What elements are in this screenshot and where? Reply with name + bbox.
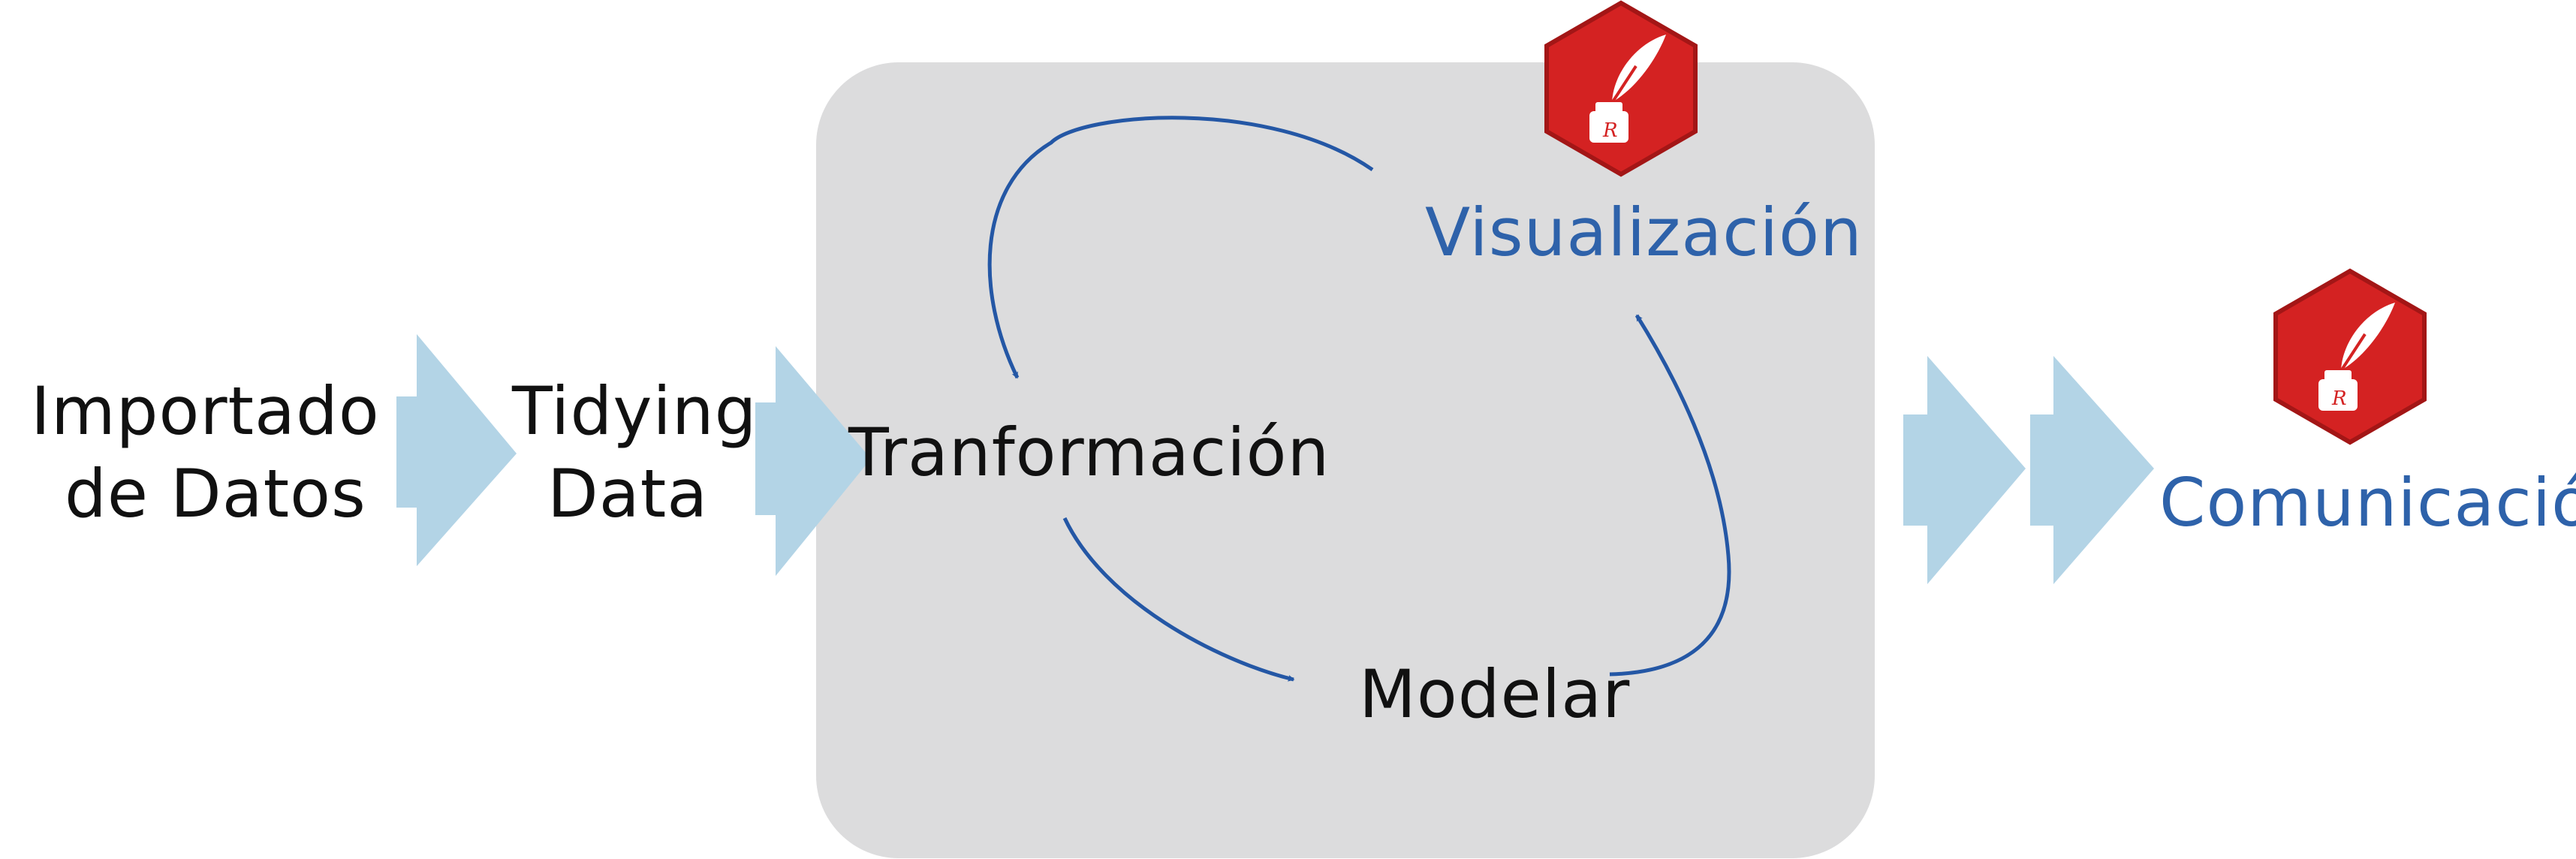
cycle-arrow-model-to-visualize	[1609, 314, 1731, 677]
chevron-arrow-3	[1903, 356, 2026, 584]
chevron-arrow-4	[2030, 356, 2154, 584]
chevron-arrow-1	[396, 334, 517, 566]
analysis-cycle-panel	[816, 62, 1875, 858]
cycle-arrow-visualize-to-transform	[987, 116, 1374, 379]
model-label: Modelar	[1359, 656, 1630, 733]
chevron-arrow-2	[755, 346, 871, 576]
quill-icon	[1612, 35, 1666, 102]
badge-letter: R	[1602, 119, 1618, 142]
r-quill-badge-visualization: R	[1544, 0, 1698, 177]
import-label-line1: Importado	[31, 372, 380, 450]
import-label-line2: de Datos	[65, 455, 366, 532]
badge-letter: R	[2331, 387, 2347, 410]
tidy-label-line1: Tidying	[511, 372, 758, 450]
quill-icon	[2341, 303, 2395, 370]
tidy-label-line2: Data	[547, 455, 708, 532]
transform-label: Tranformación	[848, 414, 1330, 491]
cycle-arrow-transform-to-model	[1062, 517, 1295, 682]
inkwell-icon	[2318, 379, 2358, 411]
inkwell-icon	[1589, 111, 1628, 143]
r-quill-badge-communication: R	[2273, 268, 2427, 445]
communicate-label: Comunicación	[2159, 464, 2576, 541]
visualize-label: Visualización	[1425, 194, 1863, 271]
